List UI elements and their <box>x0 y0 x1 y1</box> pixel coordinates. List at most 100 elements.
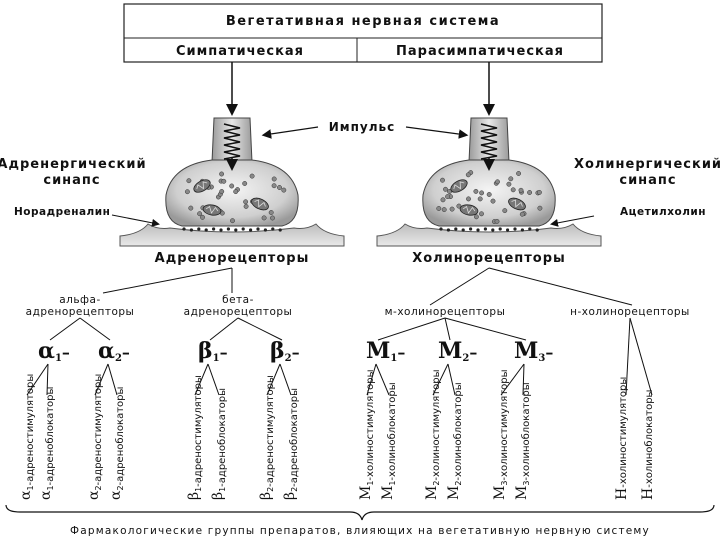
transmitter-molecule <box>483 227 487 231</box>
vesicle <box>495 179 500 185</box>
transmitter-molecule <box>212 227 216 231</box>
transmitter-molecule <box>197 227 201 231</box>
vesicle <box>479 190 485 196</box>
receptor-symbol: М2– <box>438 338 477 364</box>
vesicle <box>502 208 508 214</box>
header-table: Вегетативная нервная система Симпатическ… <box>123 3 603 63</box>
transmitter-molecule <box>241 227 245 231</box>
beta-group-line1: бета- <box>222 294 254 306</box>
footer-caption: Фармакологические группы препаратов, вли… <box>70 525 650 537</box>
receptor-subtypes: α1–α2–β1–β2–М1–М2–М3– <box>38 338 553 364</box>
vesicle <box>473 188 479 194</box>
transmitter-molecule <box>454 227 458 231</box>
drug-group-label: α1-адреноблокаторы <box>38 387 56 500</box>
vesicle <box>465 172 471 178</box>
vesicle <box>243 203 249 209</box>
drug-group-label: М3-холиноблокаторы <box>514 382 532 500</box>
vesicle <box>184 189 190 195</box>
header-parasympathetic: Парасимпатическая <box>396 44 564 59</box>
transmitter-molecule <box>219 228 223 232</box>
transmitter-molecule <box>535 228 539 232</box>
cholinoreceptors-label: Холинорецепторы <box>412 251 566 266</box>
vesicle <box>277 185 282 190</box>
vesicle <box>516 171 522 176</box>
transmitter-molecule <box>256 227 260 231</box>
cholinergic-synapse-title-2: синапс <box>619 173 676 188</box>
impulse-arrow-right <box>405 126 469 139</box>
transmitter-molecule <box>491 228 495 232</box>
m-cholino-group: м-холинорецепторы <box>385 306 506 318</box>
impulse-arrow-left <box>261 126 319 139</box>
vesicle <box>281 187 287 193</box>
drug-connectors <box>26 363 525 396</box>
transmitter-molecule <box>528 227 532 231</box>
vesicle <box>477 196 483 202</box>
vesicle <box>445 194 451 200</box>
cholinergic-synapse-title: Холинергический <box>574 157 720 172</box>
header-sympathetic: Симпатическая <box>176 44 304 59</box>
postsynaptic-membrane <box>376 223 602 247</box>
vesicle <box>537 205 543 211</box>
vesicle <box>243 199 249 205</box>
receptor-symbol: М1– <box>366 338 405 364</box>
mitochondrion <box>459 204 479 216</box>
bottom-brace <box>5 504 715 521</box>
receptor-symbol: β2– <box>270 338 300 364</box>
vesicle <box>519 211 525 217</box>
postsynaptic-membrane <box>119 223 345 247</box>
vesicle <box>242 181 248 186</box>
vesicle <box>249 173 255 179</box>
drug-group-label: М1-холиностимуляторы <box>358 369 376 500</box>
drug-groups: α1-адреностимуляторыα1-адреноблокаторыα2… <box>18 369 656 500</box>
vesicle <box>479 211 484 217</box>
transmitter-molecule <box>506 228 510 232</box>
vesicle <box>271 176 277 182</box>
vesicle <box>186 178 192 184</box>
drug-group-label: М2-холиноблокаторы <box>446 382 464 500</box>
vesicle <box>229 183 235 189</box>
vesicle <box>536 189 542 195</box>
vesicle <box>200 214 205 220</box>
adrenergic-synapse-drawing <box>119 117 345 247</box>
noradrenaline-label: Норадреналин <box>14 206 110 218</box>
vesicle <box>527 190 533 195</box>
noradrenaline-arrow <box>111 214 160 227</box>
drug-group-label: М1-холиноблокаторы <box>380 382 398 500</box>
transmitter-molecule <box>469 227 473 231</box>
receptor-symbol: β1– <box>198 338 228 364</box>
vesicle <box>473 214 479 220</box>
transmitter-molecule <box>439 227 443 231</box>
vesicle <box>510 187 516 193</box>
vesicle <box>466 196 471 202</box>
drug-group-label: Н-холиностимуляторы <box>614 377 630 500</box>
transmitter-molecule <box>271 227 275 231</box>
mitochondrion <box>202 204 222 216</box>
drug-group-label: М3-холиностимуляторы <box>492 369 510 500</box>
vesicle <box>270 215 275 221</box>
transmitter-molecule <box>476 228 480 232</box>
vesicle <box>443 186 448 192</box>
transmitter-molecule <box>204 228 208 232</box>
vesicle <box>271 183 277 189</box>
transmitter-molecule <box>446 228 450 232</box>
drug-group-label: β2-адреностимуляторы <box>258 375 276 500</box>
transmitter-molecule <box>513 227 517 231</box>
vesicle <box>440 197 446 203</box>
beta-group-line2: адренорецепторы <box>184 306 293 318</box>
vesicle <box>441 207 447 213</box>
transmitter-molecule <box>461 228 465 232</box>
header-title: Вегетативная нервная система <box>226 14 500 29</box>
mitochondrion <box>450 179 468 193</box>
acetylcholine-arrow <box>550 215 595 227</box>
vesicle <box>268 210 274 215</box>
vesicle <box>494 218 500 224</box>
vesicle <box>518 187 524 193</box>
mitochondrion <box>508 197 526 211</box>
vesicle <box>440 177 445 183</box>
acetylcholine-label: Ацетилхолин <box>620 206 706 218</box>
vesicle <box>221 178 227 184</box>
drug-group-label: α2-адреностимуляторы <box>86 374 104 500</box>
drug-group-label: Н-холиноблокаторы <box>640 390 656 500</box>
receptor-connectors <box>102 267 633 306</box>
